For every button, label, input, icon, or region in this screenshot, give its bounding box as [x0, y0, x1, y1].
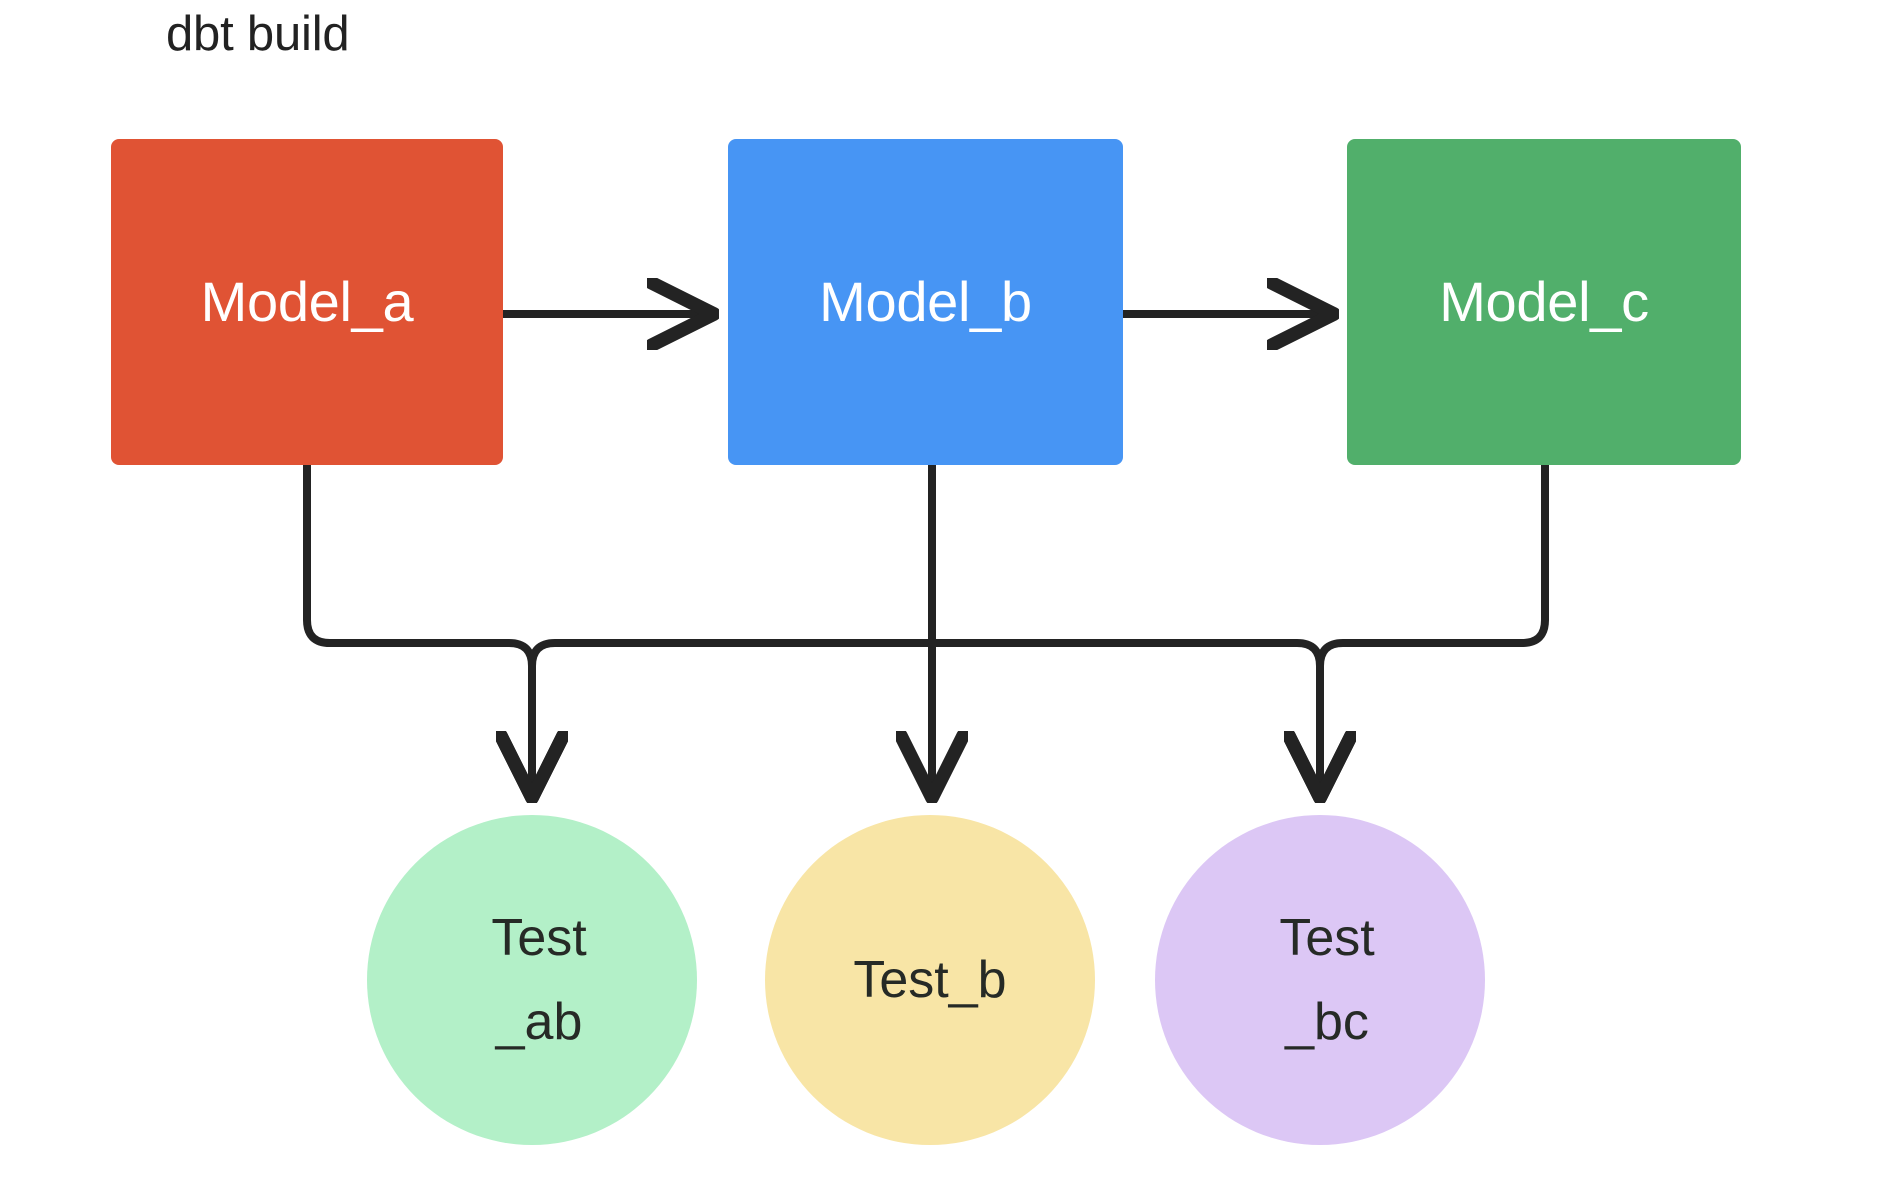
edge-model-b-to-test-ab — [532, 465, 936, 790]
node-model-a[interactable]: Model_a — [111, 139, 503, 465]
edge-model-c-to-test-bc — [1320, 465, 1549, 790]
node-model-b-label: Model_b — [819, 270, 1032, 334]
diagram-title: dbt build — [166, 7, 350, 61]
node-test-ab[interactable]: Test _ab — [367, 815, 697, 1145]
node-model-b[interactable]: Model_b — [728, 139, 1123, 465]
node-test-ab-label: Test _ab — [491, 908, 587, 1051]
edge-model-a-to-test-ab — [303, 465, 532, 790]
node-test-bc-label: Test _bc — [1279, 908, 1375, 1051]
node-model-c-label: Model_c — [1439, 270, 1649, 334]
node-model-c[interactable]: Model_c — [1347, 139, 1741, 465]
node-test-bc[interactable]: Test _bc — [1155, 815, 1485, 1145]
edge-model-b-to-test-bc — [928, 465, 1320, 790]
node-test-b[interactable]: Test_b — [765, 815, 1095, 1145]
node-test-b-label: Test_b — [853, 950, 1007, 1009]
node-model-a-label: Model_a — [200, 270, 414, 334]
